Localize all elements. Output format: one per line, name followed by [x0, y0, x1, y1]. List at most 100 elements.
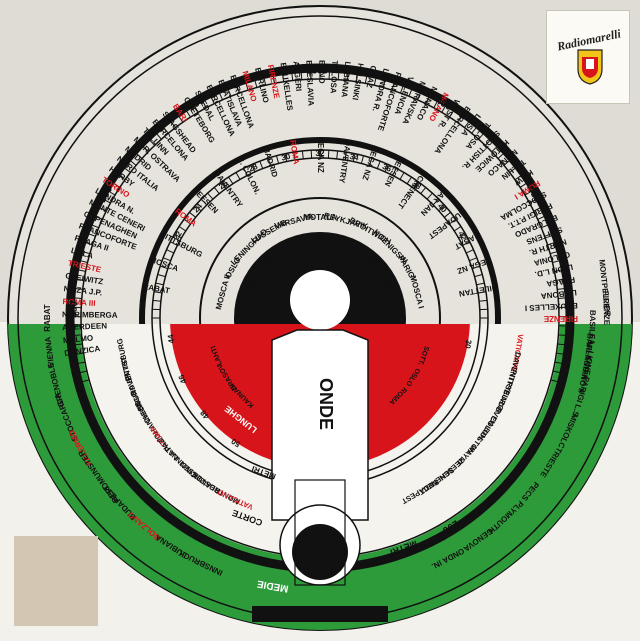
dial-pointer[interactable] [271, 329, 369, 521]
scale-tick [550, 379, 558, 383]
scale-tick [207, 192, 214, 200]
medium-wave-label: BARI II [583, 333, 595, 360]
scale-tick [80, 260, 88, 263]
scale-tick [160, 265, 168, 270]
scale-tick [524, 191, 532, 196]
scale-tick [558, 334, 566, 336]
scale-tick [243, 168, 248, 176]
scale-tick [554, 269, 562, 272]
scale-tick [478, 133, 484, 140]
scale-tick [399, 172, 405, 180]
scale-tick [178, 226, 187, 232]
scale-tick [79, 370, 88, 374]
scale-tick [432, 198, 440, 206]
scale-tick [373, 78, 377, 86]
scale-tick [75, 343, 83, 346]
medium-wave-label: LIONE [582, 350, 595, 376]
scale-tick [346, 73, 349, 81]
scale-tick [426, 192, 433, 200]
scale-tick [336, 150, 339, 159]
scale-tick [92, 224, 99, 229]
medium-wave-label: BASILEA [587, 310, 597, 346]
scale-tick [210, 97, 215, 104]
scale-tick [400, 86, 404, 94]
scale-tick [163, 257, 171, 262]
scale-tick [465, 249, 474, 254]
outer-station-label: MALMO [63, 333, 94, 345]
scale-tick [284, 153, 288, 162]
scale-tick [220, 181, 227, 189]
scale-tick [544, 233, 552, 237]
scale-tick [74, 334, 82, 336]
scale-tick [77, 278, 85, 281]
scale-tick [254, 80, 258, 88]
scale-tick [124, 167, 131, 173]
color-swatch [14, 536, 98, 626]
inner-scale-number: 34 [349, 152, 360, 163]
scale-tick [472, 265, 480, 270]
scale-tick [557, 288, 565, 290]
scale-tick [263, 78, 267, 86]
scale-tick [438, 205, 446, 212]
scale-tick [497, 153, 504, 159]
inner-scale-ticks [152, 150, 488, 319]
scale-tick [552, 260, 560, 263]
outer-station-label: BRESLAVIA [304, 60, 315, 106]
scale-tick [408, 89, 413, 97]
scale-tick [509, 167, 516, 173]
scale-tick [449, 110, 454, 118]
scale-tick [142, 146, 149, 153]
short-wave-scale-number: 44 [166, 333, 176, 344]
medium-wave-label: VIENNA [43, 336, 56, 367]
scale-tick [228, 176, 234, 185]
scale-tick [85, 242, 93, 246]
scale-tick [156, 133, 162, 140]
inner-scale-number: 36 [381, 162, 393, 174]
scale-tick [170, 241, 178, 246]
scale-tick [558, 297, 566, 299]
scale-tick [166, 249, 175, 254]
short-wave-scale-number: 30 [463, 339, 474, 350]
scale-tick [364, 76, 368, 84]
scale-tick [471, 127, 477, 134]
scale-tick [194, 205, 202, 212]
scale-tick [227, 89, 232, 97]
scale-tick [552, 370, 561, 374]
scale-tick [453, 226, 462, 232]
scale-tick [479, 299, 488, 302]
center-label: ONDE [316, 378, 336, 430]
scale-tick [443, 211, 451, 218]
scale-tick [406, 176, 412, 185]
inner-station-label: ROMA [288, 139, 301, 165]
scale-tick [503, 160, 510, 166]
outer-station-label: BRNO [317, 60, 326, 84]
scale-tick [537, 216, 545, 220]
outer-station-label: PRAGA [546, 275, 576, 288]
scale-tick [88, 233, 96, 237]
scale-tick [235, 172, 241, 180]
medium-wave-label: FIRENZE [601, 291, 611, 326]
dial-base-bar [252, 606, 388, 622]
scale-tick [245, 83, 249, 91]
outer-scale-ticks [74, 72, 566, 383]
outer-station-label: NIZZA J.P. [63, 284, 102, 297]
core-scale-number: 1400 [311, 237, 329, 246]
core-station-label: MOTALA [303, 213, 337, 222]
scale-tick [464, 121, 470, 128]
scale-tick [136, 153, 143, 159]
scale-tick [189, 211, 197, 218]
inner-scale-number: 28 [247, 162, 259, 174]
scale-tick [82, 379, 90, 383]
scale-tick [416, 93, 421, 101]
scale-tick [456, 116, 462, 123]
scale-tick [251, 164, 256, 173]
scale-tick [413, 181, 420, 189]
outer-scale-number: 350 [312, 66, 329, 77]
scale-tick [149, 139, 156, 146]
scale-tick [155, 282, 164, 286]
pointer-hub[interactable] [292, 524, 348, 580]
scale-tick [491, 146, 498, 153]
scale-tick [82, 251, 90, 255]
scale-tick [75, 288, 83, 290]
